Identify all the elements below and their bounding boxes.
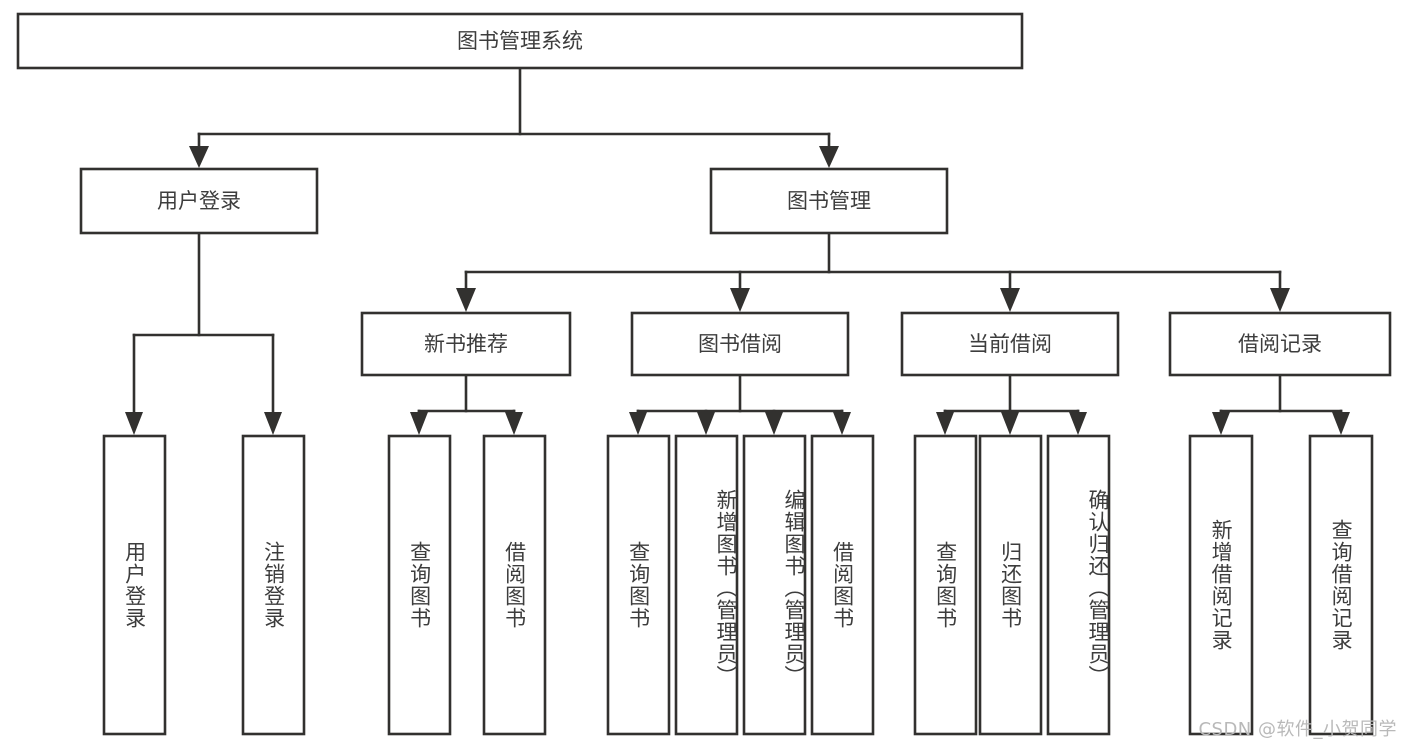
node-layer: 图书管理系统 用户登录 图书管理 新书推荐 图书借阅 当前借阅 借阅记录 <box>16 12 1392 736</box>
node-leaf-user-login[interactable] <box>102 434 167 736</box>
arrowhead-leaf-add-book <box>697 412 715 435</box>
node-book-borrow[interactable] <box>630 311 850 377</box>
node-current-borrow[interactable] <box>900 311 1120 377</box>
node-leaf-query-borrow-record[interactable] <box>1308 434 1374 736</box>
csdn-watermark: CSDN @软件_小贺同学 <box>1198 719 1397 740</box>
node-leaf-return-book[interactable] <box>978 434 1043 736</box>
node-leaf-edit-book-admin[interactable] <box>742 434 807 736</box>
arrowhead-to-book-management <box>819 146 839 168</box>
connector-layer <box>125 66 1350 435</box>
arrowhead-leaf-query-record <box>1332 412 1350 435</box>
node-book-borrow-label: 图书借阅 <box>698 332 782 356</box>
arrowhead-to-new-book-recommend <box>456 288 476 312</box>
node-leaf-confirm-return-admin[interactable] <box>1046 434 1111 736</box>
node-root-system[interactable] <box>16 12 1024 70</box>
arrowhead-leaf-user-login <box>125 412 143 435</box>
node-book-management[interactable] <box>709 167 949 235</box>
node-new-book-recommend[interactable] <box>360 311 572 377</box>
node-book-management-label: 图书管理 <box>787 189 871 213</box>
arrowhead-leaf-edit-book <box>765 412 783 435</box>
node-leaf-query-book-a[interactable] <box>387 434 452 736</box>
arrowhead-leaf-return-book <box>1001 412 1019 435</box>
node-leaf-logout[interactable] <box>241 434 306 736</box>
node-user-login-label: 用户登录 <box>157 189 241 213</box>
node-leaf-add-book-admin[interactable] <box>674 434 739 736</box>
node-new-book-recommend-label: 新书推荐 <box>424 332 508 356</box>
arrowhead-to-user-login <box>189 146 209 168</box>
arrowhead-leaf-logout <box>264 412 282 435</box>
arrowhead-leaf-borrow-book-a <box>505 412 523 435</box>
node-root-system-label: 图书管理系统 <box>457 29 583 53</box>
arrowhead-leaf-query-book-a <box>410 412 428 435</box>
arrowhead-to-current-borrow <box>1000 288 1020 312</box>
node-leaf-borrow-book-a[interactable] <box>482 434 547 736</box>
node-borrow-record[interactable] <box>1168 311 1392 377</box>
node-leaf-borrow-book-b[interactable] <box>810 434 875 736</box>
node-current-borrow-label: 当前借阅 <box>968 332 1052 356</box>
node-leaf-add-borrow-record[interactable] <box>1188 434 1254 736</box>
node-leaf-query-book-c[interactable] <box>913 434 978 736</box>
arrowhead-leaf-query-book-b <box>629 412 647 435</box>
arrowhead-to-borrow-record <box>1270 288 1290 312</box>
node-borrow-record-label: 借阅记录 <box>1238 332 1322 356</box>
arrowhead-leaf-confirm-return <box>1069 412 1087 435</box>
node-user-login[interactable] <box>79 167 319 235</box>
arrowhead-leaf-query-book-c <box>936 412 954 435</box>
node-leaf-query-book-b[interactable] <box>606 434 671 736</box>
arrowhead-to-book-borrow <box>730 288 750 312</box>
arrowhead-leaf-borrow-book-b <box>833 412 851 435</box>
arrowhead-leaf-add-record <box>1212 412 1230 435</box>
